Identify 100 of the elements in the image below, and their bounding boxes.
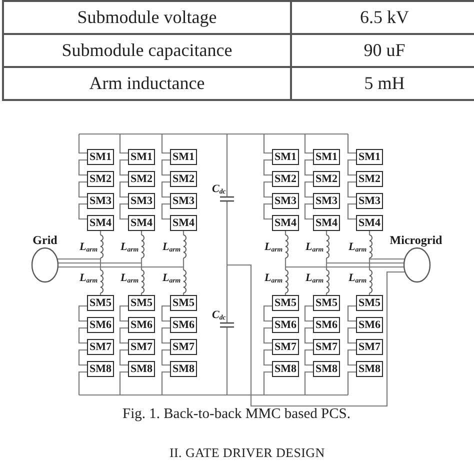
inductor-label: L$_{arm}$	[120, 241, 139, 254]
parameter-name-cell: Submodule voltage	[3, 1, 291, 34]
submodule-block: SM7	[356, 339, 383, 355]
submodule-block: SM8	[272, 361, 299, 377]
wire	[263, 327, 272, 344]
wire	[304, 181, 313, 198]
parameter-value-cell: 6.5 kV	[291, 1, 474, 34]
submodule-block: SM7	[272, 339, 299, 355]
submodule-block: SM4	[272, 215, 299, 231]
wire	[263, 159, 272, 176]
submodule-block: SM3	[87, 193, 114, 209]
capacitor-label: C$_{dc}$	[212, 183, 226, 196]
wire	[78, 159, 87, 176]
wire	[119, 305, 128, 322]
wire	[119, 349, 128, 366]
submodule-block: SM4	[313, 215, 340, 231]
figure-caption: Fig. 1. Back-to-back MMC based PCS.	[122, 407, 350, 423]
submodule-block: SM1	[313, 149, 340, 165]
submodule-block: SM5	[356, 295, 383, 311]
submodule-block: SM4	[128, 215, 155, 231]
wire	[304, 203, 313, 220]
parameter-name-cell: Arm inductance	[3, 67, 291, 100]
wire	[161, 349, 170, 366]
submodule-block: SM5	[170, 295, 197, 311]
wire	[161, 159, 170, 176]
wire	[347, 305, 356, 322]
submodule-block: SM6	[128, 317, 155, 333]
submodule-block: SM4	[170, 215, 197, 231]
wire	[304, 305, 313, 322]
inductor-label: L$_{arm}$	[80, 272, 98, 284]
submodule-block: SM6	[272, 317, 299, 333]
wire	[347, 181, 356, 198]
submodule-block: SM6	[356, 317, 383, 333]
inductor-label: L$_{arm}$	[80, 241, 98, 254]
parameter-name-cell: Submodule capacitance	[3, 34, 291, 67]
submodule-block: SM1	[87, 149, 114, 165]
submodule-block: SM5	[87, 295, 114, 311]
wire	[347, 327, 356, 344]
submodule-block: SM2	[356, 171, 383, 187]
submodule-block: SM2	[313, 171, 340, 187]
submodule-block: SM3	[272, 193, 299, 209]
submodule-block: SM3	[313, 193, 340, 209]
submodule-block: SM1	[170, 149, 197, 165]
inductor-label: L$_{arm}$	[162, 272, 181, 284]
wire	[78, 305, 87, 322]
source-label: Grid	[32, 233, 58, 247]
submodule-block: SM8	[356, 361, 383, 377]
wire	[78, 349, 87, 366]
wire	[304, 159, 313, 176]
wire	[161, 327, 170, 344]
submodule-block: SM4	[356, 215, 383, 231]
submodule-block: SM3	[128, 193, 155, 209]
source-label: Microgrid	[389, 233, 443, 247]
submodule-block: SM6	[313, 317, 340, 333]
submodule-block: SM7	[313, 339, 340, 355]
inductor-label: L$_{arm}$	[306, 241, 324, 254]
inductor-label: L$_{arm}$	[162, 241, 181, 254]
wire	[78, 181, 87, 198]
wire	[347, 349, 356, 366]
wire	[78, 327, 87, 344]
inductor-label: L$_{arm}$	[348, 241, 367, 254]
wire	[304, 327, 313, 344]
wire	[263, 305, 272, 322]
wire	[263, 181, 272, 198]
inductor-label: L$_{arm}$	[306, 272, 324, 284]
submodule-block: SM8	[313, 361, 340, 377]
submodule-block: SM5	[128, 295, 155, 311]
submodule-block: SM7	[87, 339, 114, 355]
wire	[263, 203, 272, 220]
wire	[161, 305, 170, 322]
submodule-block: SM2	[272, 171, 299, 187]
submodule-block: SM4	[87, 215, 114, 231]
wire	[161, 203, 170, 220]
submodule-block: SM7	[170, 339, 197, 355]
inductor-label: L$_{arm}$	[348, 272, 367, 284]
submodule-block: SM5	[313, 295, 340, 311]
wire	[304, 349, 313, 366]
submodule-block: SM6	[87, 317, 114, 333]
submodule-block: SM8	[170, 361, 197, 377]
wire	[263, 349, 272, 366]
inductor-label: L$_{arm}$	[264, 241, 283, 254]
submodule-block: SM8	[87, 361, 114, 377]
submodule-block: SM1	[356, 149, 383, 165]
submodule-block: SM8	[128, 361, 155, 377]
submodule-block: SM2	[170, 171, 197, 187]
submodule-block: SM5	[272, 295, 299, 311]
wire	[347, 203, 356, 220]
wire	[119, 203, 128, 220]
wire	[119, 327, 128, 344]
submodule-block: SM1	[128, 149, 155, 165]
submodule-block: SM2	[128, 171, 155, 187]
inductor-label: L$_{arm}$	[264, 272, 283, 284]
submodule-block: SM6	[170, 317, 197, 333]
submodule-block: SM2	[87, 171, 114, 187]
wire	[78, 203, 87, 220]
wire	[119, 159, 128, 176]
submodule-block: SM1	[272, 149, 299, 165]
wire	[347, 159, 356, 176]
wire	[161, 181, 170, 198]
submodule-block: SM7	[128, 339, 155, 355]
